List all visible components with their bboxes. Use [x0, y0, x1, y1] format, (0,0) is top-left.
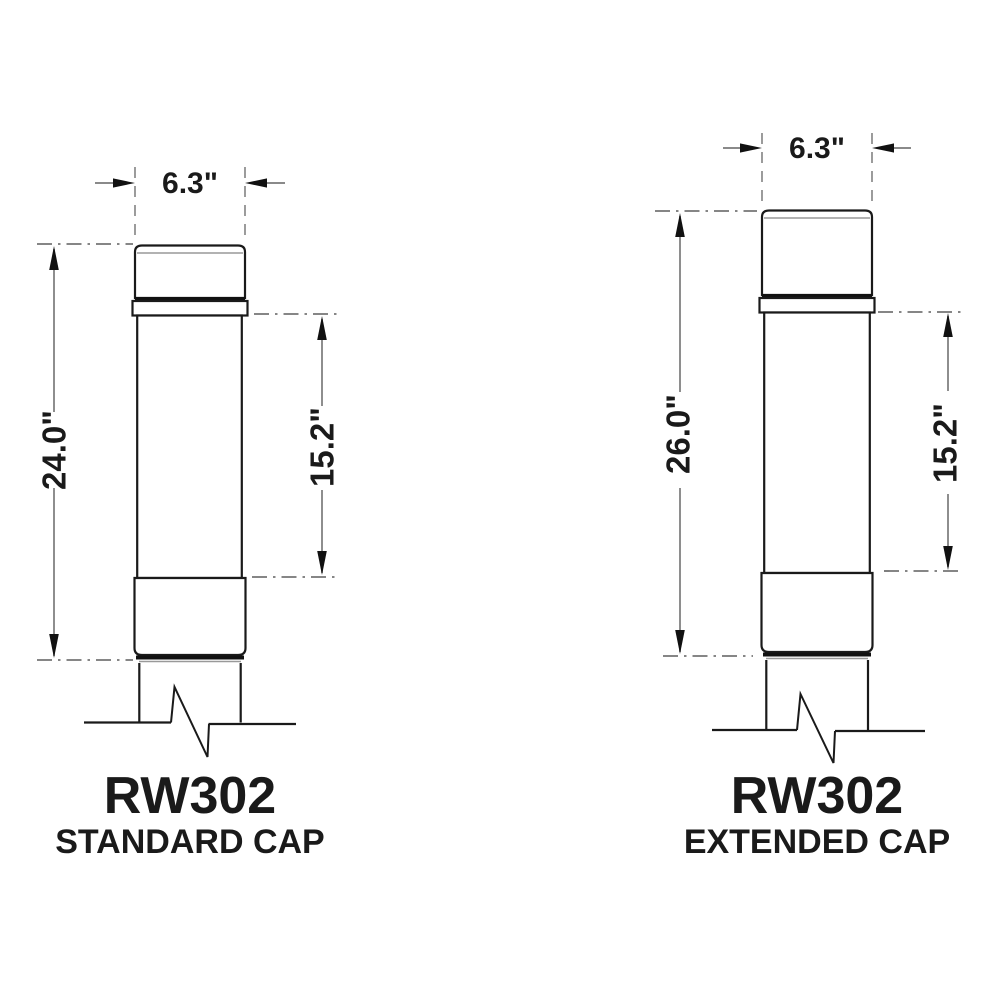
dim-width-label: 6.3": [162, 167, 218, 200]
arrow-up-icon: [675, 213, 685, 237]
dim-shaft-label: 15.2": [927, 403, 964, 483]
arrow-up-icon: [49, 246, 59, 270]
cap-shape: [760, 209, 874, 297]
break-symbol: [170, 683, 210, 758]
arrow-left-icon: [245, 178, 267, 188]
bollard-extended: [712, 209, 925, 764]
bollard-standard: [84, 244, 296, 758]
dim-width-label: 6.3": [789, 132, 845, 165]
dim-shaft-standard: 15.2": [252, 313, 341, 578]
dim-overall-standard: 24.0": [36, 243, 133, 661]
arrow-down-icon: [675, 630, 685, 654]
model-label-standard: RW302: [104, 767, 276, 825]
dim-shaft-label: 15.2": [304, 407, 341, 487]
dim-overall-label: 24.0": [36, 410, 73, 490]
captype-label-standard: STANDARD CAP: [55, 823, 324, 861]
dim-width-extended: 6.3": [723, 132, 911, 205]
arrow-left-icon: [872, 143, 894, 153]
dim-overall-extended: 26.0": [655, 210, 757, 657]
shaft: [136, 314, 243, 580]
base-collar: [760, 571, 874, 654]
arrow-right-icon: [113, 178, 135, 188]
cap-band: [758, 296, 876, 314]
base-collar: [133, 576, 247, 657]
cap-band: [131, 299, 249, 317]
figure-standard-cap: 6.3" 24.0" 15.2": [36, 167, 341, 861]
arrow-up-icon: [943, 313, 953, 337]
figure-extended-cap: 6.3" 26.0" 15.2": [655, 132, 964, 861]
cap-shape: [133, 244, 247, 300]
dim-shaft-extended: 15.2": [878, 311, 964, 572]
arrow-down-icon: [317, 551, 327, 575]
shaft: [763, 311, 871, 575]
captype-label-extended: EXTENDED CAP: [684, 823, 950, 861]
dim-width-standard: 6.3": [95, 167, 285, 240]
model-label-extended: RW302: [731, 767, 903, 825]
arrow-up-icon: [317, 316, 327, 340]
dim-overall-label: 26.0": [660, 394, 697, 474]
break-symbol: [796, 690, 836, 764]
arrow-right-icon: [740, 143, 762, 153]
arrow-down-icon: [49, 634, 59, 658]
arrow-down-icon: [943, 546, 953, 570]
